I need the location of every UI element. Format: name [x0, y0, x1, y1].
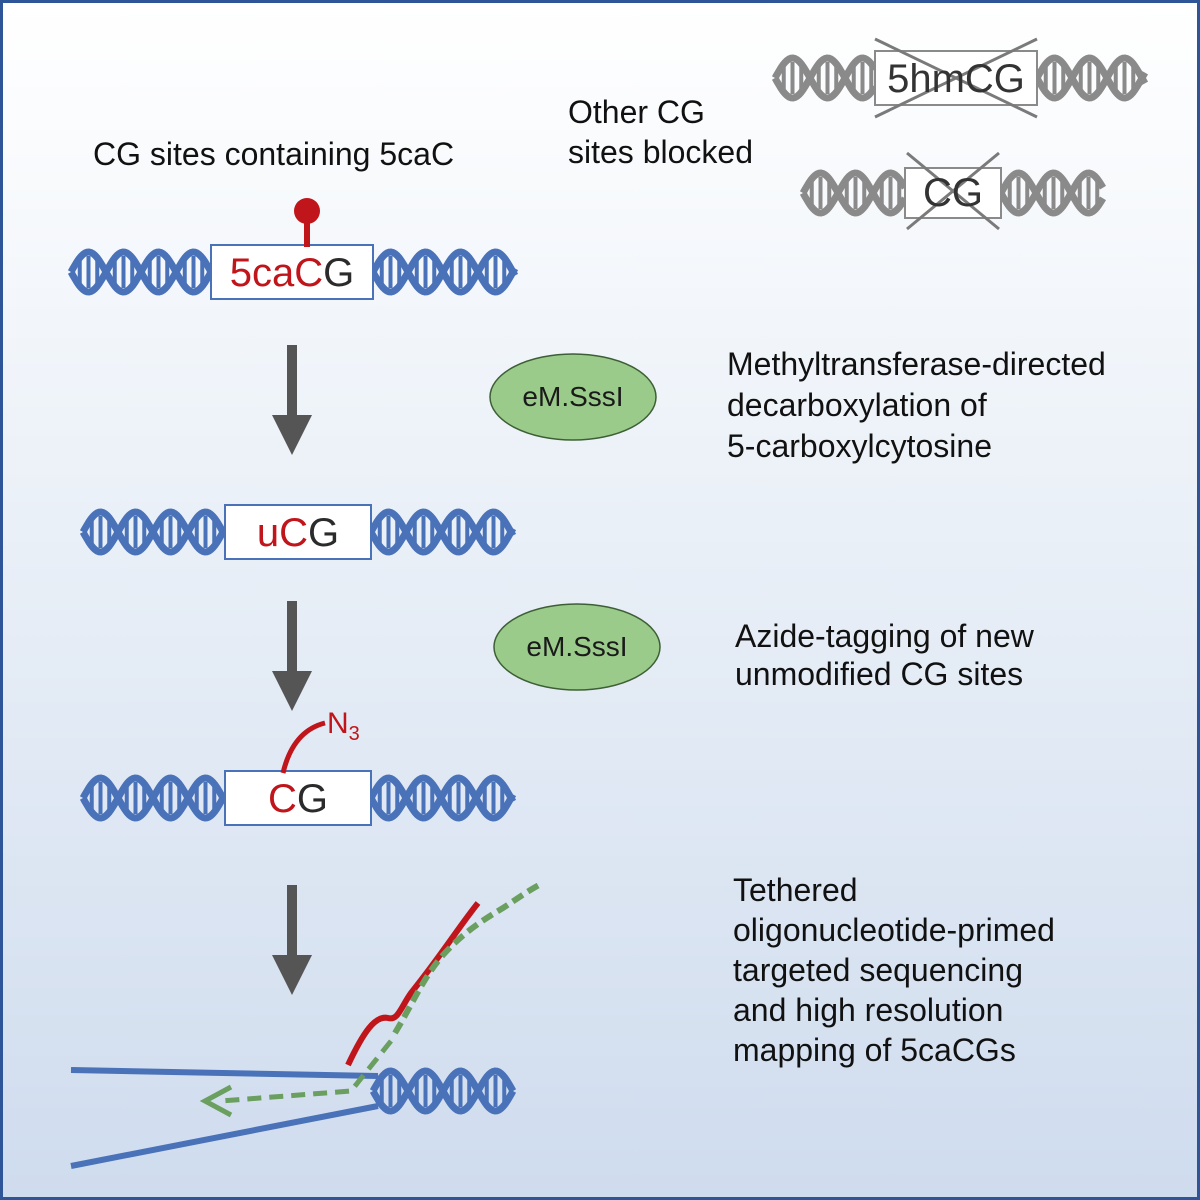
tethered-oligo-red	[345, 901, 481, 1067]
helix-strand-b	[771, 54, 878, 102]
helix-strand-b	[1033, 54, 1149, 102]
enzyme-ellipse-2	[493, 603, 661, 691]
mod-uc: uC	[256, 511, 308, 555]
azide-label: N3	[327, 707, 360, 746]
helix-strand-a	[1033, 54, 1149, 102]
dna-helix-5hmcg-blocked	[771, 54, 1149, 102]
mod-c-azide: C	[267, 777, 297, 821]
site-box-ucg	[224, 504, 372, 560]
step3-line-3: targeted sequencing	[733, 952, 1023, 988]
diagram-artwork	[67, 37, 1149, 1169]
azide-subscript: 3	[348, 723, 360, 745]
enzyme-label-1: eM.SssI	[522, 381, 624, 412]
helix-strand-b	[369, 248, 519, 296]
helix-strand-b	[799, 169, 909, 217]
dna-helix-5cacg	[67, 248, 519, 296]
site-text-cg-blocked: CG	[923, 171, 983, 215]
primer-strand-green	[392, 882, 541, 1035]
helix-strand-b	[67, 248, 215, 296]
step2-line-2: unmodified CG sites	[735, 656, 1024, 692]
dna-helix-cg-blocked	[799, 169, 1107, 217]
final-helix	[369, 1067, 517, 1115]
helix-strand-b	[997, 169, 1107, 217]
blocked-cross-5hmcg-b	[874, 37, 1038, 119]
step3-line-5: mapping of 5caCGs	[733, 1032, 1016, 1068]
site-box-5cacg	[210, 244, 374, 300]
step1-line-2: decarboxylation of	[727, 387, 987, 423]
step1-line-3: 5-carboxylcytosine	[727, 428, 992, 464]
helix-strand-b	[79, 774, 229, 822]
helix-strand-a	[771, 54, 878, 102]
site-text-5cacg: 5caCG	[211, 253, 373, 293]
mod-5cac: 5caC	[229, 251, 324, 295]
helix-strand-b	[369, 1067, 517, 1115]
step3-line-2: oligonucleotide-primed	[733, 912, 1055, 948]
carboxyl-group-icon	[294, 198, 320, 224]
extension-arrowhead-icon	[199, 1084, 233, 1118]
label-cg-sites: CG sites containing 5caC	[93, 136, 455, 172]
base-g-1: G	[323, 251, 355, 295]
step3-line-1: Tethered	[733, 872, 858, 908]
site-text-cg-azide: CG	[225, 779, 371, 819]
dna-helix-cg-azide	[79, 774, 517, 822]
azide-n: N	[327, 707, 349, 740]
step1-line-1: Methyltransferase-directed	[727, 346, 1106, 382]
dna-helix-ucg	[79, 508, 517, 556]
base-g-2: G	[308, 511, 340, 555]
base-g-3: G	[296, 777, 328, 821]
helix-strand-b	[367, 508, 517, 556]
dna-strand-bottom	[70, 1103, 379, 1169]
helix-strand-b	[367, 774, 517, 822]
blocked-cross-cg-b	[906, 151, 1000, 231]
label-other-cg-2: sites blocked	[568, 134, 753, 170]
step2-line-1: Azide-tagging of new	[735, 618, 1034, 654]
enzyme-label-2: eM.SssI	[526, 631, 628, 662]
site-box-cg-azide	[224, 770, 372, 826]
azide-linker	[280, 720, 326, 774]
step3-line-4: and high resolution	[733, 992, 1004, 1028]
site-box-cg-blocked	[904, 167, 1002, 219]
site-text-ucg: uCG	[225, 513, 371, 553]
helix-strand-b	[79, 508, 229, 556]
helix-strand-a	[799, 169, 909, 217]
helix-strand-a	[997, 169, 1107, 217]
dna-strand-top	[70, 1067, 379, 1079]
enzyme-ellipse-1	[489, 353, 657, 441]
site-text-5hmcg: 5hmCG	[887, 57, 1025, 101]
label-other-cg-1: Other CG	[568, 94, 705, 130]
